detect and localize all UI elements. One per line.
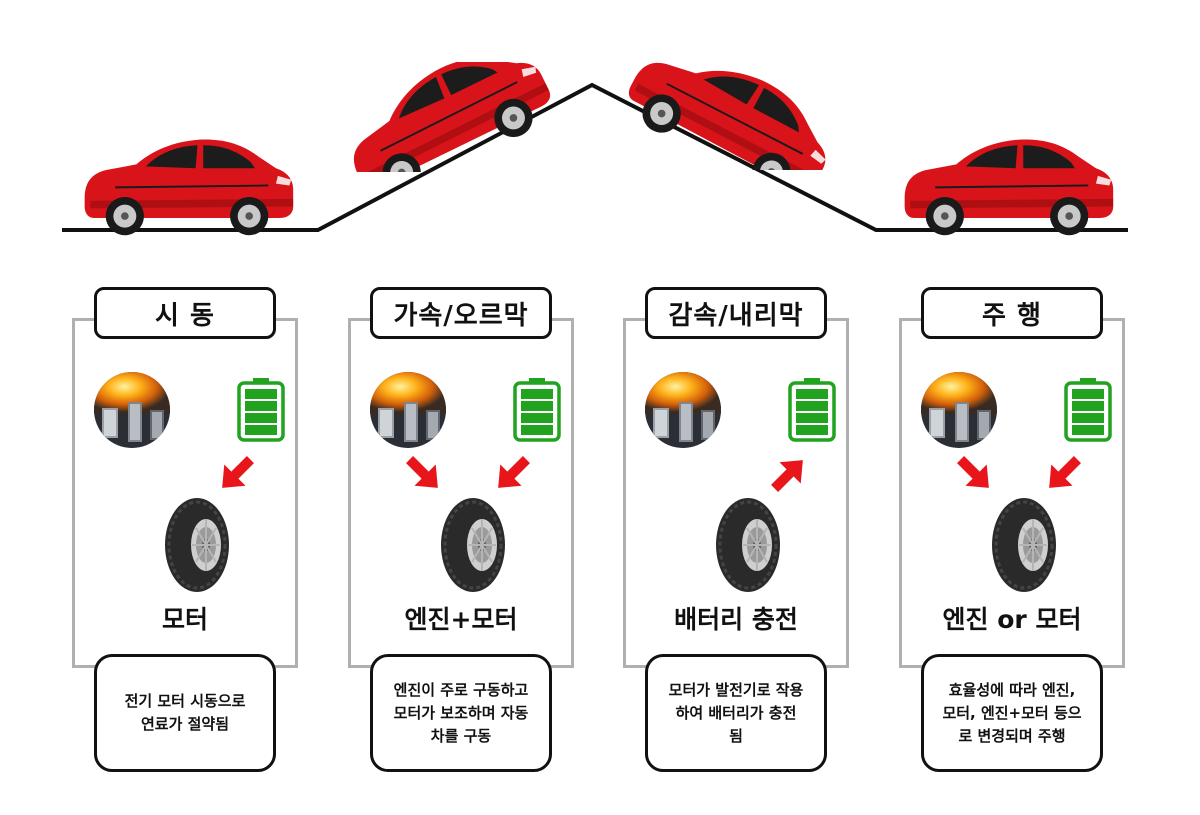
- stage-title: 감속/내리막: [645, 287, 827, 339]
- tire-icon: [713, 496, 783, 594]
- description-line: 하여 배터리가 충전: [675, 703, 797, 722]
- mode-label: 배터리 충전: [674, 605, 798, 634]
- car-icon: [83, 138, 295, 237]
- description-line: 엔진이 주로 구동하고: [393, 680, 529, 699]
- description-line: 모터가 발전기로 작용: [668, 680, 804, 699]
- battery-icon: [513, 378, 561, 442]
- description-line: 효율성에 따라 엔진,: [948, 680, 1076, 699]
- arrow-icon: [398, 448, 448, 498]
- stage-title: 주 행: [921, 287, 1103, 339]
- arrow-icon: [488, 448, 538, 498]
- arrow-icon: [212, 448, 262, 498]
- mode-label: 모터: [161, 605, 208, 634]
- arrow-icon: [1039, 448, 1089, 498]
- description-line: 로 변경되며 주행: [958, 726, 1066, 745]
- stage-title: 가속/오르막: [370, 287, 552, 339]
- description-line: 연료가 절약됨: [140, 715, 229, 733]
- engine-piston-icon: [921, 372, 997, 448]
- mode-label: 엔진+모터: [404, 605, 518, 634]
- engine-piston-icon: [645, 372, 721, 448]
- battery-icon: [237, 378, 285, 442]
- battery-icon: [788, 378, 836, 442]
- stage-panel: [623, 318, 849, 668]
- mode-label: 엔진 or 모터: [942, 605, 1082, 634]
- battery-icon: [1064, 378, 1112, 442]
- description-line: 됨: [729, 726, 743, 745]
- tire-icon: [989, 496, 1059, 594]
- tire-icon: [162, 496, 232, 594]
- car-icon: [903, 138, 1115, 237]
- road-profile: [62, 82, 1128, 232]
- engine-piston-icon: [370, 372, 446, 448]
- engine-piston-icon: [94, 372, 170, 448]
- stage-title: 시 동: [94, 287, 276, 339]
- description-line: 차를 구동: [430, 726, 492, 745]
- arrow-icon: [763, 450, 813, 500]
- stage-panel: [899, 318, 1125, 668]
- car-icon: [616, 60, 845, 170]
- arrow-icon: [949, 448, 999, 498]
- description-line: 모터, 엔진+모터 등으: [942, 703, 1082, 722]
- tire-icon: [438, 496, 508, 594]
- car-icon: [331, 62, 560, 172]
- description-line: 전기 모터 시동으로: [124, 692, 246, 710]
- stage-panel: [72, 318, 298, 668]
- description-line: 모터가 보조하며 자동: [393, 703, 529, 722]
